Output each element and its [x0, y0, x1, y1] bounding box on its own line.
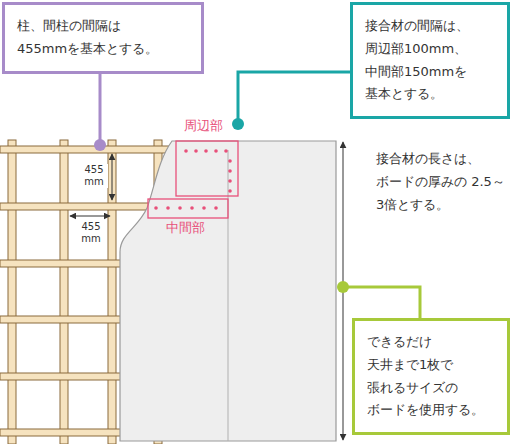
callout-text: できるだけ 天井まで1枚で 張れるサイズの ボードを使用する。	[367, 331, 495, 422]
plaster-board	[120, 141, 336, 441]
dimension: 455 mm	[80, 164, 108, 188]
leader-dot	[232, 118, 244, 130]
leader-line	[99, 72, 102, 145]
zone-label: 周辺部	[184, 118, 234, 134]
callout-box: 柱、間柱の間隔は 455mmを基本とする。	[2, 2, 204, 74]
fastener-dot	[190, 206, 194, 210]
fastener-dot	[202, 206, 206, 210]
fastener-dot	[224, 149, 228, 153]
callout-box: 接合材の間隔は、 周辺部100mm、 中間部150mmを 基本とする。	[350, 2, 510, 119]
zone-label: 中間部	[166, 220, 216, 236]
fastener-dot	[228, 189, 232, 193]
fastener-dot	[214, 149, 218, 153]
dim-line	[112, 154, 113, 200]
leader-line	[238, 72, 350, 124]
fastener-dot	[228, 179, 232, 183]
stud	[108, 140, 116, 444]
leader-dot	[94, 139, 106, 151]
fastener-dot	[228, 169, 232, 173]
rail	[0, 203, 170, 210]
stud	[60, 140, 68, 444]
leader-dot	[337, 281, 349, 293]
dimension: 455 mm	[77, 221, 105, 245]
dim-line	[70, 216, 110, 217]
board-seam	[228, 150, 229, 441]
callout-text: 接合材の間隔は、 周辺部100mm、 中間部150mmを 基本とする。	[365, 15, 495, 106]
fastener-dots	[154, 149, 232, 210]
fastener-dot	[204, 149, 208, 153]
perimeter-zone	[176, 141, 238, 196]
stud	[8, 140, 16, 444]
callout-text: 柱、間柱の間隔は 455mmを基本とする。	[17, 15, 189, 61]
callout-box: できるだけ 天井まで1枚で 張れるサイズの ボードを使用する。	[352, 318, 510, 435]
fastener-dot	[166, 206, 170, 210]
fastener-dot	[178, 206, 182, 210]
fastener-dot	[214, 206, 218, 210]
fastener-dot	[194, 149, 198, 153]
leader-line	[343, 287, 420, 318]
note-text: 接合材の長さは、 ボードの厚みの 2.5～3倍とする。	[376, 148, 510, 216]
middle-zone	[148, 199, 228, 218]
fastener-dot	[184, 149, 188, 153]
fastener-dot	[154, 206, 158, 210]
fastener-dot	[228, 159, 232, 163]
rail	[0, 146, 170, 153]
